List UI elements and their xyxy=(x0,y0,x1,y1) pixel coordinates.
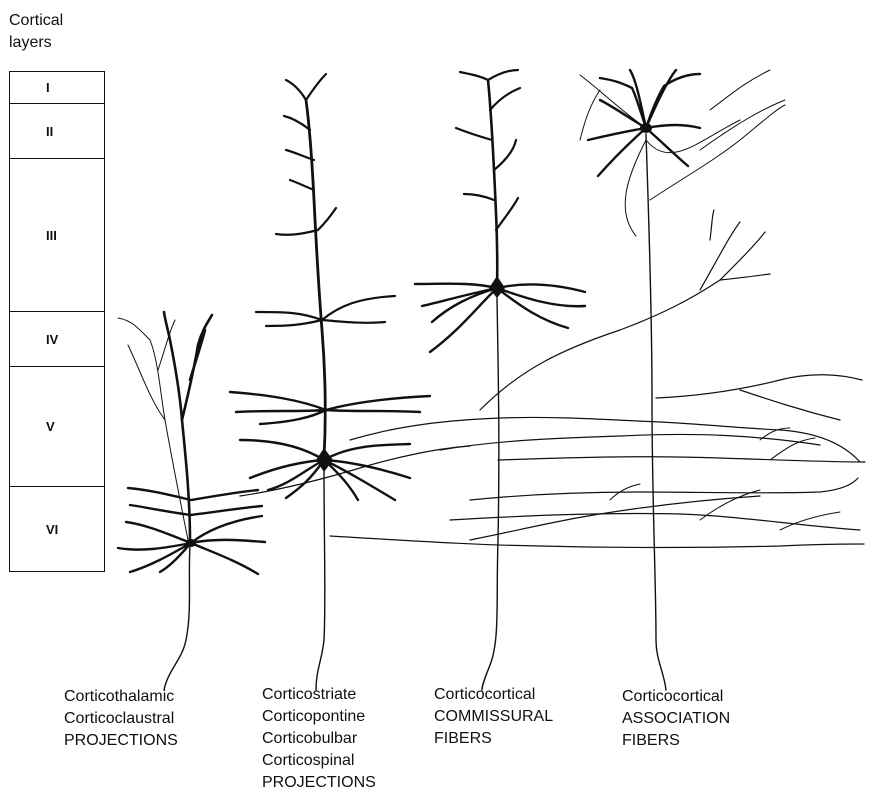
caption-line: Corticoclaustral xyxy=(64,708,178,730)
caption-line: Corticocortical xyxy=(434,684,553,706)
axon-fibers xyxy=(240,210,865,548)
caption-line: PROJECTIONS xyxy=(64,730,178,752)
caption-line: Corticospinal xyxy=(262,750,376,772)
commissural-neuron xyxy=(415,70,585,690)
caption-line: FIBERS xyxy=(622,730,730,752)
caption-line: Corticostriate xyxy=(262,684,376,706)
caption-corticostriate: Corticostriate Corticopontine Corticobul… xyxy=(262,684,376,794)
corticothalamic-neuron xyxy=(118,312,265,690)
caption-line: Corticocortical xyxy=(622,686,730,708)
caption-line: COMMISSURAL xyxy=(434,706,553,728)
caption-line: Corticopontine xyxy=(262,706,376,728)
caption-line: ASSOCIATION xyxy=(622,708,730,730)
caption-line: Corticobulbar xyxy=(262,728,376,750)
caption-line: FIBERS xyxy=(434,728,553,750)
caption-commissural: Corticocortical COMMISSURAL FIBERS xyxy=(434,684,553,750)
corticostriate-neuron xyxy=(230,74,430,690)
caption-corticothalamic: Corticothalamic Corticoclaustral PROJECT… xyxy=(64,686,178,752)
caption-association: Corticocortical ASSOCIATION FIBERS xyxy=(622,686,730,752)
association-neuron xyxy=(580,70,785,690)
caption-line: Corticothalamic xyxy=(64,686,178,708)
